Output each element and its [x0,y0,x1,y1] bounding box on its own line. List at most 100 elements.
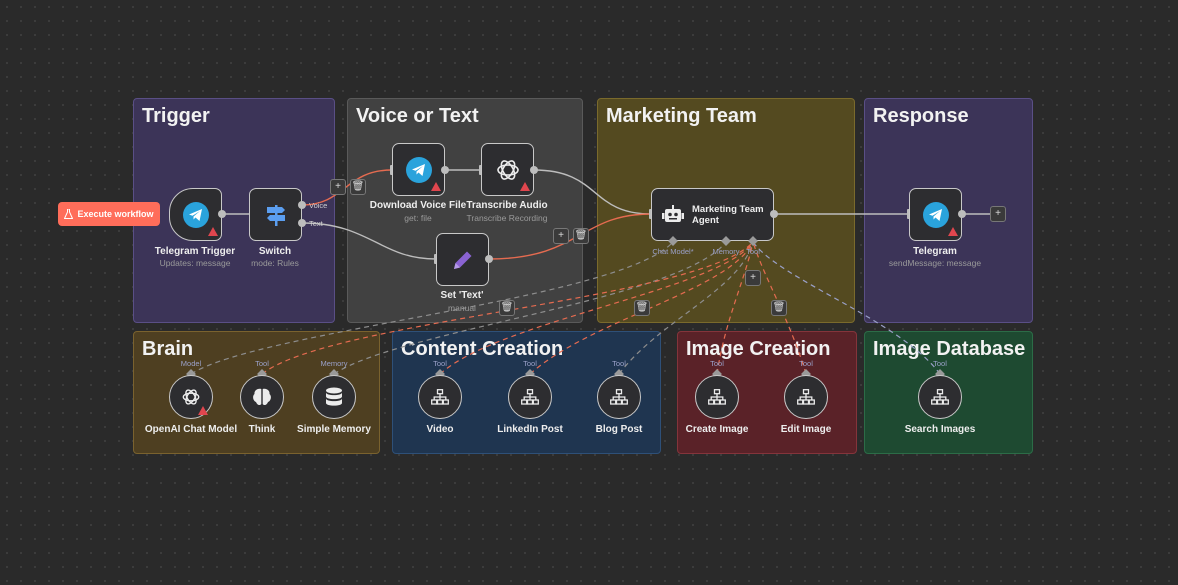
group-title: Trigger [142,105,210,127]
sitemap-icon [431,389,449,405]
database-icon [326,387,342,406]
node-set-text[interactable] [436,233,489,286]
port-label: Tool [433,359,447,368]
port-label: Tool [523,359,537,368]
output-port[interactable] [958,210,966,218]
add-tool-button[interactable]: + [745,270,761,286]
node-video[interactable] [418,375,462,419]
node-label: Switch [258,246,292,257]
add-node-button[interactable]: + [330,179,346,195]
telegram-icon [405,156,432,183]
node-think[interactable] [240,375,284,419]
brain-icon [253,388,271,406]
group-title: Marketing Team [606,105,757,127]
node-search-images[interactable] [918,375,962,419]
output-port-text[interactable] [298,219,306,227]
node-label: Set 'Text' [440,290,484,301]
node-download-voice-file[interactable] [392,143,445,196]
wire-video [439,241,754,375]
delete-connection-button[interactable]: 🗑 [634,300,650,316]
delete-connection-button[interactable]: 🗑 [573,228,589,244]
delete-connection-button[interactable]: 🗑 [350,179,366,195]
group-title: Voice or Text [356,105,479,127]
output-port-voice[interactable] [298,201,306,209]
output-port[interactable] [485,255,493,263]
port-label: Model [180,359,202,368]
warning-icon [520,182,530,191]
flask-icon [64,209,74,219]
node-subtitle: get: file [404,213,432,223]
wire-blog [618,241,754,375]
sitemap-icon [931,389,949,405]
node-label: Blog Post [595,424,643,435]
output-label-text: Text [309,219,323,228]
warning-icon [948,227,958,236]
node-subtitle: manual [448,303,476,313]
add-node-button[interactable]: + [990,206,1006,222]
node-label: Telegram Trigger [154,246,236,257]
sitemap-icon [610,389,628,405]
wire-think [261,241,754,375]
port-label: Tool [255,359,269,368]
node-create-image[interactable] [695,375,739,419]
node-transcribe-audio[interactable] [481,143,534,196]
delete-connection-button[interactable]: 🗑 [771,300,787,316]
port-label-tool: Tool [746,247,760,256]
port-label: Tool [933,359,947,368]
node-label: Download Voice File [369,200,467,211]
pencil-icon [453,251,471,269]
node-subtitle: Transcribe Recording [466,213,548,223]
wire-search-images [752,241,941,375]
node-telegram-trigger[interactable] [169,188,222,241]
sitemap-icon [708,389,726,405]
node-label: OpenAI Chat Model [144,424,238,435]
node-subtitle: mode: Rules [251,258,299,268]
execute-workflow-label: Execute workflow [77,209,154,219]
node-blog-post[interactable] [597,375,641,419]
output-port[interactable] [218,210,226,218]
node-telegram[interactable] [909,188,962,241]
group-title: Image Database [873,338,1026,360]
wire-memory [333,241,727,375]
robot-icon [662,204,684,222]
node-simple-memory[interactable] [312,375,356,419]
node-label: Marketing Team Agent [692,203,764,226]
openai-icon [182,389,200,405]
wire-model [190,241,674,375]
node-linkedin-post[interactable] [508,375,552,419]
telegram-icon [922,201,949,228]
delete-connection-button[interactable]: 🗑 [499,300,515,316]
wire-transcribe-agent [533,169,652,215]
port-label-memory: Memory [712,247,740,256]
wire-edit-image [752,241,807,375]
wire-create-image [716,241,754,375]
warning-icon [198,406,208,415]
node-subtitle: sendMessage: message [888,258,982,268]
output-port[interactable] [770,210,778,218]
execute-workflow-button[interactable]: Execute workflow [58,202,160,226]
output-label-voice: Voice [309,201,328,210]
output-port[interactable] [441,166,449,174]
telegram-icon [182,201,209,228]
group-title: Image Creation [686,338,831,360]
wire-linkedin [529,241,754,375]
port-label: Tool [612,359,626,368]
warning-icon [431,182,441,191]
node-marketing-team-agent[interactable]: Marketing Team Agent [651,188,774,241]
port-label: Tool [799,359,813,368]
node-edit-image[interactable] [784,375,828,419]
node-label: Telegram [913,246,957,257]
add-node-button[interactable]: + [553,228,569,244]
node-openai-chat-model[interactable] [169,375,213,419]
node-label: Create Image [685,424,749,435]
port-label-chat-model: Chat Model* [652,247,694,256]
node-label: Search Images [904,424,976,435]
node-switch[interactable] [249,188,302,241]
sitemap-icon [521,389,539,405]
output-port[interactable] [530,166,538,174]
sitemap-icon [797,389,815,405]
wire-switch-text [301,222,437,260]
node-subtitle: Updates: message [159,258,231,268]
node-label: Think [248,424,276,435]
